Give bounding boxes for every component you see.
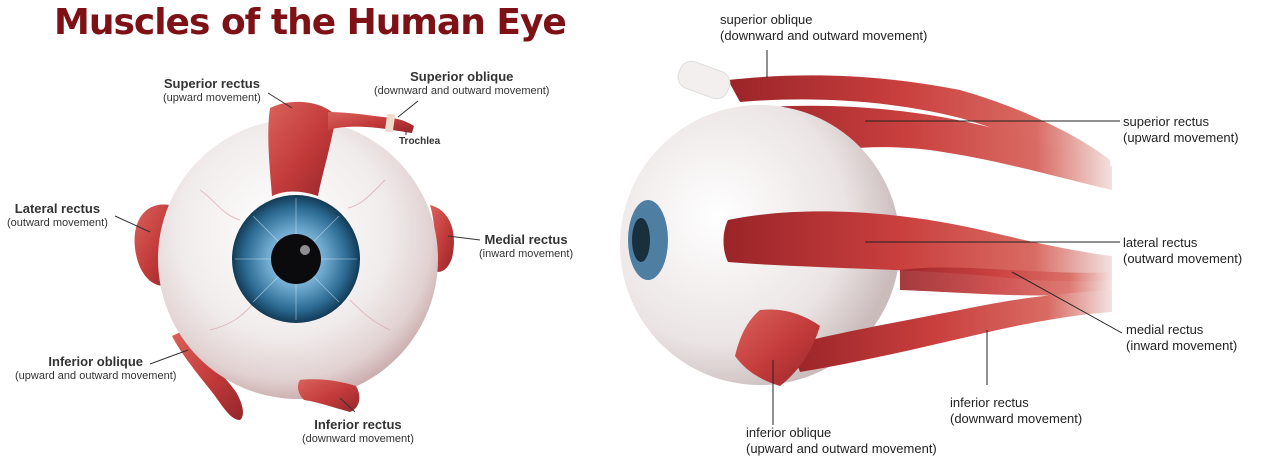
label-name: Lateral rectus (7, 201, 108, 216)
label-name: lateral rectus (1123, 235, 1242, 251)
label-desc: (upward and outward movement) (746, 441, 937, 457)
label-desc: (upward movement) (163, 91, 261, 106)
label-desc: (upward movement) (1123, 130, 1239, 146)
label-desc: (outward movement) (7, 216, 108, 231)
label-name: inferior rectus (950, 395, 1082, 411)
label-medial-rectus-side: medial rectus (inward movement) (1126, 322, 1237, 354)
label-inferior-rectus-front: Inferior rectus (downward movement) (302, 417, 414, 447)
label-inferior-oblique-side: inferior oblique (upward and outward mov… (746, 425, 937, 457)
label-desc: (outward movement) (1123, 251, 1242, 267)
label-name: Inferior rectus (302, 417, 414, 432)
label-name: superior rectus (1123, 114, 1239, 130)
label-trochlea-front: Trochlea (399, 134, 440, 149)
label-name: superior oblique (720, 12, 927, 28)
label-desc: (downward movement) (302, 432, 414, 447)
label-desc: (inward movement) (1126, 338, 1237, 354)
label-lateral-rectus-front: Lateral rectus (outward movement) (7, 201, 108, 231)
label-name: inferior oblique (746, 425, 937, 441)
label-medial-rectus-front: Medial rectus (inward movement) (479, 232, 573, 262)
label-desc: (downward and outward movement) (374, 84, 549, 99)
label-superior-rectus-side: superior rectus (upward movement) (1123, 114, 1239, 146)
label-name: medial rectus (1126, 322, 1237, 338)
label-lateral-rectus-side: lateral rectus (outward movement) (1123, 235, 1242, 267)
front-eye-view (135, 102, 454, 420)
label-name: Inferior oblique (15, 354, 176, 369)
label-name: Superior rectus (163, 76, 261, 91)
front-pupil (271, 234, 321, 284)
label-desc: (upward and outward movement) (15, 369, 176, 384)
label-desc: (downward movement) (950, 411, 1082, 427)
label-superior-oblique-side: superior oblique (downward and outward m… (720, 12, 927, 44)
label-inferior-rectus-side: inferior rectus (downward movement) (950, 395, 1082, 427)
label-name: Superior oblique (374, 69, 549, 84)
label-desc: (downward and outward movement) (720, 28, 927, 44)
label-inferior-oblique-front: Inferior oblique (upward and outward mov… (15, 354, 176, 384)
label-superior-rectus-front: Superior rectus (upward movement) (163, 76, 261, 106)
label-name: Medial rectus (479, 232, 573, 247)
side-eye-view (620, 58, 1112, 386)
label-superior-oblique-front: Superior oblique (downward and outward m… (374, 69, 549, 99)
label-name: Trochlea (399, 134, 440, 149)
label-desc: (inward movement) (479, 247, 573, 262)
